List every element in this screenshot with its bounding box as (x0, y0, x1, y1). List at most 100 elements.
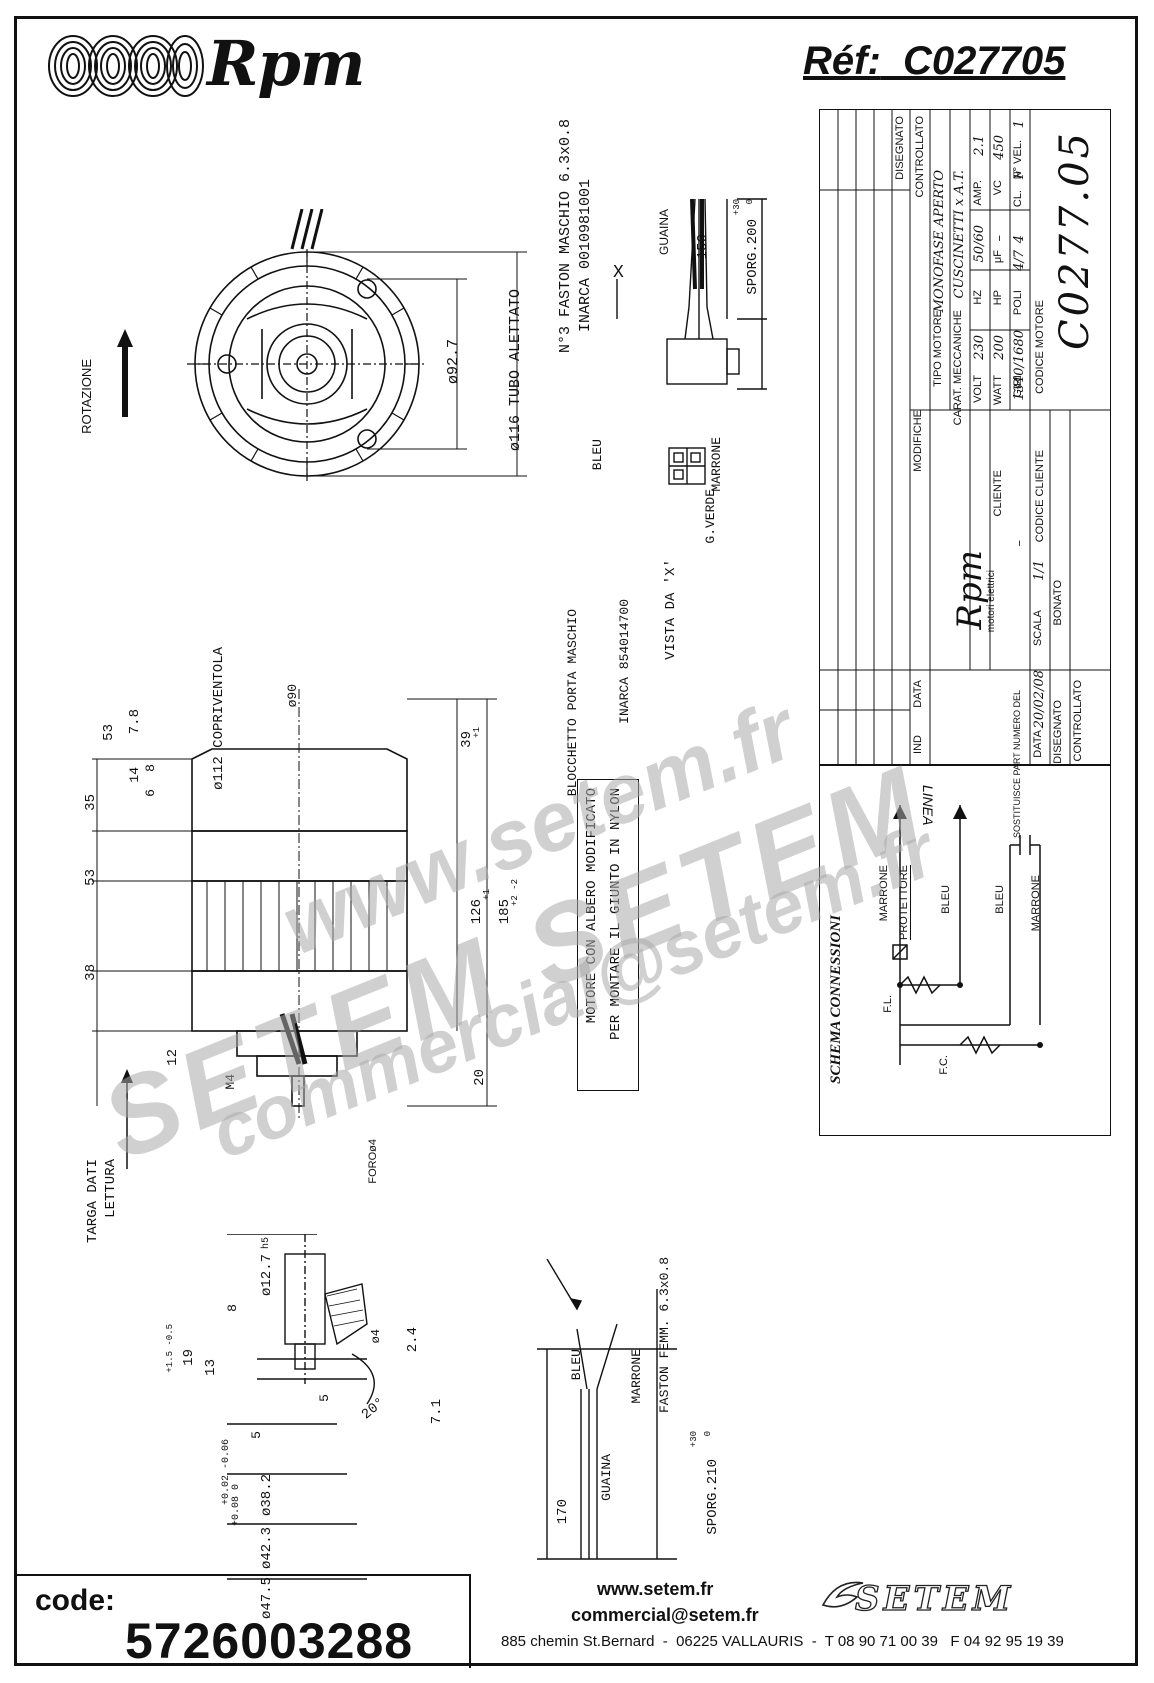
footer-email[interactable]: commercial@setem.fr (571, 1605, 759, 1625)
vista-da-label: VISTA DA 'X' (663, 559, 679, 660)
dim-14: 14 (127, 767, 142, 783)
tb-scala-label: SCALA (1032, 610, 1044, 647)
footer-website[interactable]: www.setem.fr (597, 1579, 714, 1599)
reference-label: Réf: C027705 (803, 39, 1065, 84)
tb-data-label: DATA (1032, 730, 1044, 758)
code-value: 5726003288 (125, 1613, 414, 1669)
schema-box: SCHEMA CONNESSIONI LINEA MARRONE PROTETT… (819, 764, 1111, 1136)
dim-dia-116: ø116 TUBO ALETTATO (507, 289, 524, 452)
tb-codice-cliente-label: CODICE CLIENTE (1034, 450, 1046, 543)
tb-hp: – (992, 235, 1007, 242)
footer-address: 885 chemin St.Bernard - 06225 VALLAURIS … (501, 1633, 1064, 1650)
shaft-detail (227, 1234, 375, 1580)
shaft-dia-12-7-tol: h5 (261, 1237, 272, 1250)
tb-nvel-label: N° VEL. (1012, 140, 1024, 180)
shaft-dia-42-3: ø42.3 (259, 1527, 275, 1570)
tb-hz: 50/60 (972, 225, 987, 263)
schema-linea: LINEA (920, 785, 936, 826)
schema-protettore: PROTETTORE (898, 865, 910, 940)
setem-swoosh-icon (821, 1581, 864, 1608)
faston-bleu-label: BLEU (569, 1349, 584, 1381)
sporg-210-tol-dn: 0 (703, 1431, 713, 1437)
faston-guaina-label: GUAINA (599, 1454, 614, 1501)
x-view-label: X (613, 263, 624, 283)
dim-12: 12 (165, 1049, 181, 1066)
setem-logo-text: SETEM (854, 1578, 1015, 1619)
rotation-arrow-icon (117, 329, 133, 417)
faston-marrone-label: MARRONE (629, 1349, 644, 1404)
tb-data-col: DATA (912, 680, 924, 708)
tb-volt: 230 (972, 335, 987, 360)
shaft-dia-12-7: ø12.7 (259, 1254, 275, 1297)
dim-185-tol: +2 -2 (510, 879, 520, 907)
tb-poli-label: POLI (1012, 290, 1024, 316)
tb-disegnato-col: DISEGNATO (894, 116, 906, 180)
schema-title: SCHEMA CONNESSIONI (828, 915, 844, 1084)
shaft-5b: 5 (249, 1431, 264, 1439)
tb-brand-sub: motori elettrici (986, 570, 997, 633)
tb-carat: CUSCINETTI x A.T. (952, 170, 967, 299)
bleu-label: BLEU (590, 439, 605, 471)
tb-hp-label: HP (992, 290, 1004, 306)
note-line-1: MOTORE CON ALBERO MODIFICATO (584, 788, 600, 1024)
tb-ind-col: IND (912, 735, 924, 754)
tb-brand: Rpm (950, 550, 990, 630)
g-verde-label: G.VERDE (703, 489, 718, 544)
tb-codice-motore: C0277.05 (1052, 130, 1098, 351)
tb-uf-label: μF (992, 250, 1004, 264)
title-block-grid (820, 110, 1110, 765)
tb-nvel: 1 (1012, 120, 1027, 129)
rpm-logo-coils (48, 35, 204, 97)
dim-53-mid: 53 (83, 869, 99, 886)
tb-disegnato-label: DISEGNATO (1052, 700, 1064, 764)
tb-giri: 1340/1680 (1012, 330, 1027, 401)
motor-side-view (92, 689, 497, 1119)
tb-hz-label: HZ (972, 290, 984, 305)
blocchetto-label: BLOCCHETTO PORTA MASCHIO (565, 609, 580, 797)
dim-126: 126 (469, 899, 485, 925)
tb-amp-label: AMP. (972, 180, 984, 206)
schema-bleu-2: BLEU (994, 885, 1006, 914)
dim-38: 38 (83, 964, 99, 981)
tb-scala-val: 1/1 (1032, 560, 1047, 581)
targa-arrow-icon (121, 1069, 133, 1169)
dim-20: 20 (472, 1069, 488, 1086)
tb-modifiche: MODIFICHE (912, 410, 924, 472)
inarca-85-label: INARCA 854014700 (617, 599, 632, 724)
dim-170: 170 (555, 1499, 571, 1525)
shaft-19: 19 (181, 1349, 197, 1366)
sporg-210: SPORG.210 (705, 1459, 721, 1535)
tb-cl-label: CL. (1012, 190, 1024, 208)
tb-controllato-label: CONTROLLATO (1072, 680, 1084, 762)
targa-label: TARGA DATI (85, 1159, 101, 1244)
shaft-5a: 5 (317, 1394, 332, 1402)
brand-logo-text: Rpm (207, 27, 365, 100)
note-box: MOTORE CON ALBERO MODIFICATO PER MONTARE… (577, 779, 639, 1091)
schema-diagram (892, 805, 1043, 1065)
shaft-dia-38-2: ø38.2 (259, 1474, 275, 1517)
connector-front-view (668, 447, 706, 485)
tb-sostituisce-val: – (1012, 540, 1027, 547)
drawing-sheet: Rpm Réf: C027705 (14, 16, 1138, 1669)
ref-label: Réf: (803, 39, 881, 83)
tb-volt-label: VOLT (972, 375, 984, 403)
tb-amp: 2.1 (972, 135, 987, 156)
shaft-2-4: 2.4 (405, 1327, 421, 1353)
schema-fc: F.C. (938, 1055, 950, 1075)
tb-carat-label: CARAT. MECCANICHE (952, 310, 964, 426)
tb-disegnato-val: BONATO (1052, 580, 1064, 626)
rotation-label: ROTAZIONE (79, 359, 94, 434)
tb-tipo-motore: MONOFASE APERTO (932, 170, 947, 313)
motor-front-view (187, 209, 527, 484)
tb-codice-motore-label: CODICE MOTORE (1034, 300, 1046, 394)
tb-tipo-motore-label: TIPO MOTORE (932, 310, 944, 387)
schema-bleu: BLEU (940, 885, 952, 914)
dim-7-8: 7.8 (127, 709, 143, 735)
tb-vc-label: VC (992, 180, 1004, 196)
note-line-2: PER MONTARE IL GIUNTO IN NYLON (608, 788, 624, 1041)
code-box: code: 5726003288 (17, 1574, 471, 1669)
tb-poli: 4 (1012, 235, 1027, 244)
shaft-dia-4: ø4 (369, 1329, 383, 1344)
dim-m4: M4 (223, 1074, 238, 1090)
shaft-dia-38-2-tol: +0.08 0 (231, 1484, 242, 1527)
